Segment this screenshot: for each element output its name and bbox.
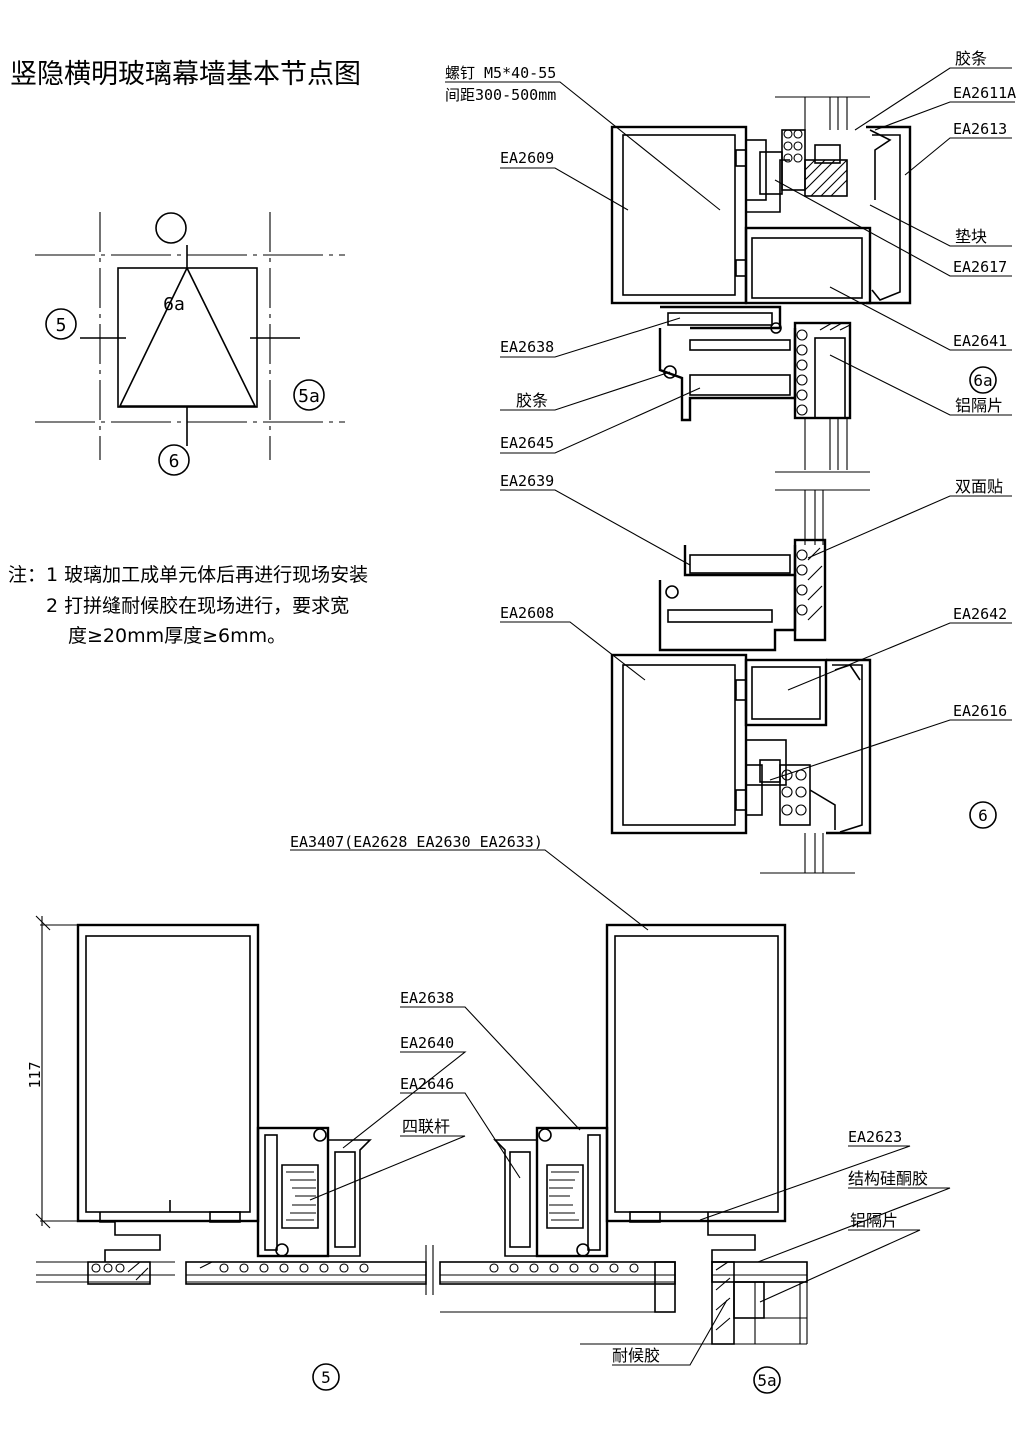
label-ea2613: EA2613: [953, 120, 1007, 138]
drawing-title: 竖隐横明玻璃幕墙基本节点图: [10, 59, 361, 90]
index-diagram: 6a 5 5a 6: [35, 212, 345, 476]
index-label-5a: 5a: [298, 386, 320, 407]
label-ea2617: EA2617: [953, 258, 1007, 276]
label-spacer-block: 垫块: [955, 227, 987, 246]
mark-5: 5: [321, 1368, 331, 1387]
label-structural-silicone: 结构硅酮胶: [848, 1169, 928, 1188]
label-ea2608: EA2608: [500, 604, 554, 622]
note-line-1: 注：1 玻璃加工成单元体后再进行现场安装: [8, 564, 369, 586]
label-aluminum-spacer-5: 铝隔片: [850, 1211, 898, 1230]
section-6-drawing: 螺钉 M5*40-55 间距300-500mm EA2609 EA2638 胶条…: [445, 49, 1016, 874]
label-ea2609: EA2609: [500, 149, 554, 167]
mark-6a: 6a: [973, 371, 992, 390]
label-ea2640: EA2640: [400, 1034, 454, 1052]
label-gasket-right: 胶条: [955, 49, 987, 68]
label-ea2611a: EA2611A: [953, 84, 1016, 102]
label-ea3407: EA3407(EA2628 EA2630 EA2633): [290, 833, 543, 851]
index-label-5: 5: [56, 315, 67, 336]
note-line-2: 2 打拼缝耐候胶在现场进行，要求宽: [46, 595, 350, 617]
note-line-3: 度≥20mm厚度≥6mm。: [68, 625, 287, 647]
screw-label-line1: 螺钉 M5*40-55: [445, 64, 556, 82]
label-gasket-left: 胶条: [516, 391, 548, 410]
label-ea2616: EA2616: [953, 702, 1007, 720]
label-ea2645: EA2645: [500, 434, 554, 452]
label-ea2642: EA2642: [953, 605, 1007, 623]
label-four-bar-linkage: 四联杆: [402, 1117, 450, 1136]
label-double-sided-tape: 双面贴: [955, 477, 1003, 496]
label-ea2623: EA2623: [848, 1128, 902, 1146]
section-5-drawing: 117: [26, 833, 951, 1394]
index-top-circle: [155, 212, 187, 244]
label-ea2641: EA2641: [953, 332, 1007, 350]
label-weather-seal: 耐候胶: [612, 1346, 660, 1365]
mark-5a: 5a: [757, 1371, 776, 1390]
dim-117: 117: [26, 1061, 44, 1088]
label-ea2638-upper: EA2638: [500, 338, 554, 356]
label-ea2638-lower: EA2638: [400, 989, 454, 1007]
label-ea2646: EA2646: [400, 1075, 454, 1093]
index-label-6: 6: [169, 451, 180, 472]
mark-6: 6: [978, 806, 988, 825]
label-ea2639: EA2639: [500, 472, 554, 490]
label-aluminum-spacer-6: 铝隔片: [955, 396, 1003, 415]
index-label-6a: 6a: [163, 294, 185, 315]
screw-label-line2: 间距300-500mm: [445, 86, 556, 104]
